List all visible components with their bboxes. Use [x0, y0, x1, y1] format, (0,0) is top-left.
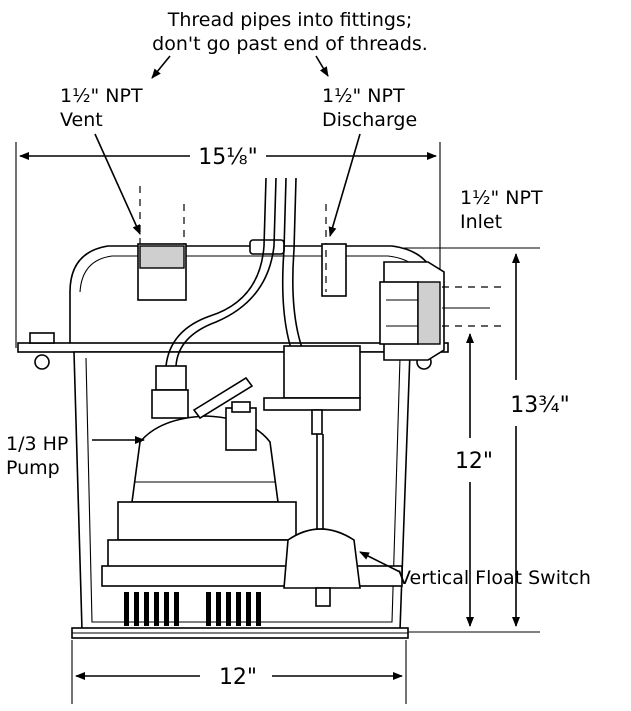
vent-threads — [139, 245, 185, 269]
inlet-socket — [379, 281, 419, 345]
switch-rod-top — [311, 409, 323, 435]
thread-note-arrow-left — [151, 55, 171, 79]
flange-nut-left — [34, 354, 50, 370]
pump-discharge-outlet — [225, 407, 257, 451]
basin-inner-wall — [85, 357, 401, 623]
pump-cord — [165, 177, 267, 367]
thread-note-line2: don't go past end of threads. — [152, 33, 428, 55]
float-switch-assembly — [263, 345, 361, 607]
inlet-name-label: Inlet — [460, 211, 502, 233]
pump-cord-nut — [151, 389, 189, 419]
cord-strain-relief — [155, 365, 187, 391]
switch-housing — [283, 345, 361, 399]
pump-inlet-screen — [124, 592, 261, 626]
thread-note-arrow-right — [315, 55, 329, 77]
inlet-fitting — [379, 261, 445, 361]
height-inlet-dimension: 12" — [455, 449, 493, 474]
width-bottom-dimension: 12" — [219, 665, 257, 690]
switch-bracket — [263, 397, 361, 411]
flange-bolt-left — [29, 332, 55, 344]
float-switch-label: Vertical Float Switch — [398, 567, 591, 589]
inlet-size-label: 1½" NPT — [460, 187, 543, 209]
vertical-float — [283, 528, 361, 589]
vent-name-label: Vent — [60, 109, 103, 131]
width-top-dimension: 15⅛" — [198, 145, 257, 170]
pump-cord-outer — [175, 177, 277, 367]
vent-size-label: 1½" NPT — [60, 85, 143, 107]
pump — [101, 365, 403, 626]
pump-handle — [192, 376, 254, 420]
inlet-threads — [417, 281, 441, 345]
float-switch-arrow — [359, 551, 401, 573]
pump-volute — [117, 501, 297, 541]
discharge-size-label: 1½" NPT — [322, 85, 405, 107]
height-total-dimension: 13¾" — [510, 393, 569, 418]
vent-fitting — [137, 243, 187, 301]
discharge-name-label: Discharge — [322, 109, 417, 131]
thread-note-line1: Thread pipes into fittings; — [167, 9, 413, 31]
pump-outlet-bolt — [231, 401, 251, 413]
cord-grommet — [249, 239, 285, 255]
discharge-arrow — [328, 133, 361, 237]
float-stop — [315, 587, 331, 607]
vent-arrow — [94, 133, 141, 235]
pump-label-line1: 1/3 HP — [6, 433, 68, 455]
pump-label-line2: Pump — [6, 457, 60, 479]
